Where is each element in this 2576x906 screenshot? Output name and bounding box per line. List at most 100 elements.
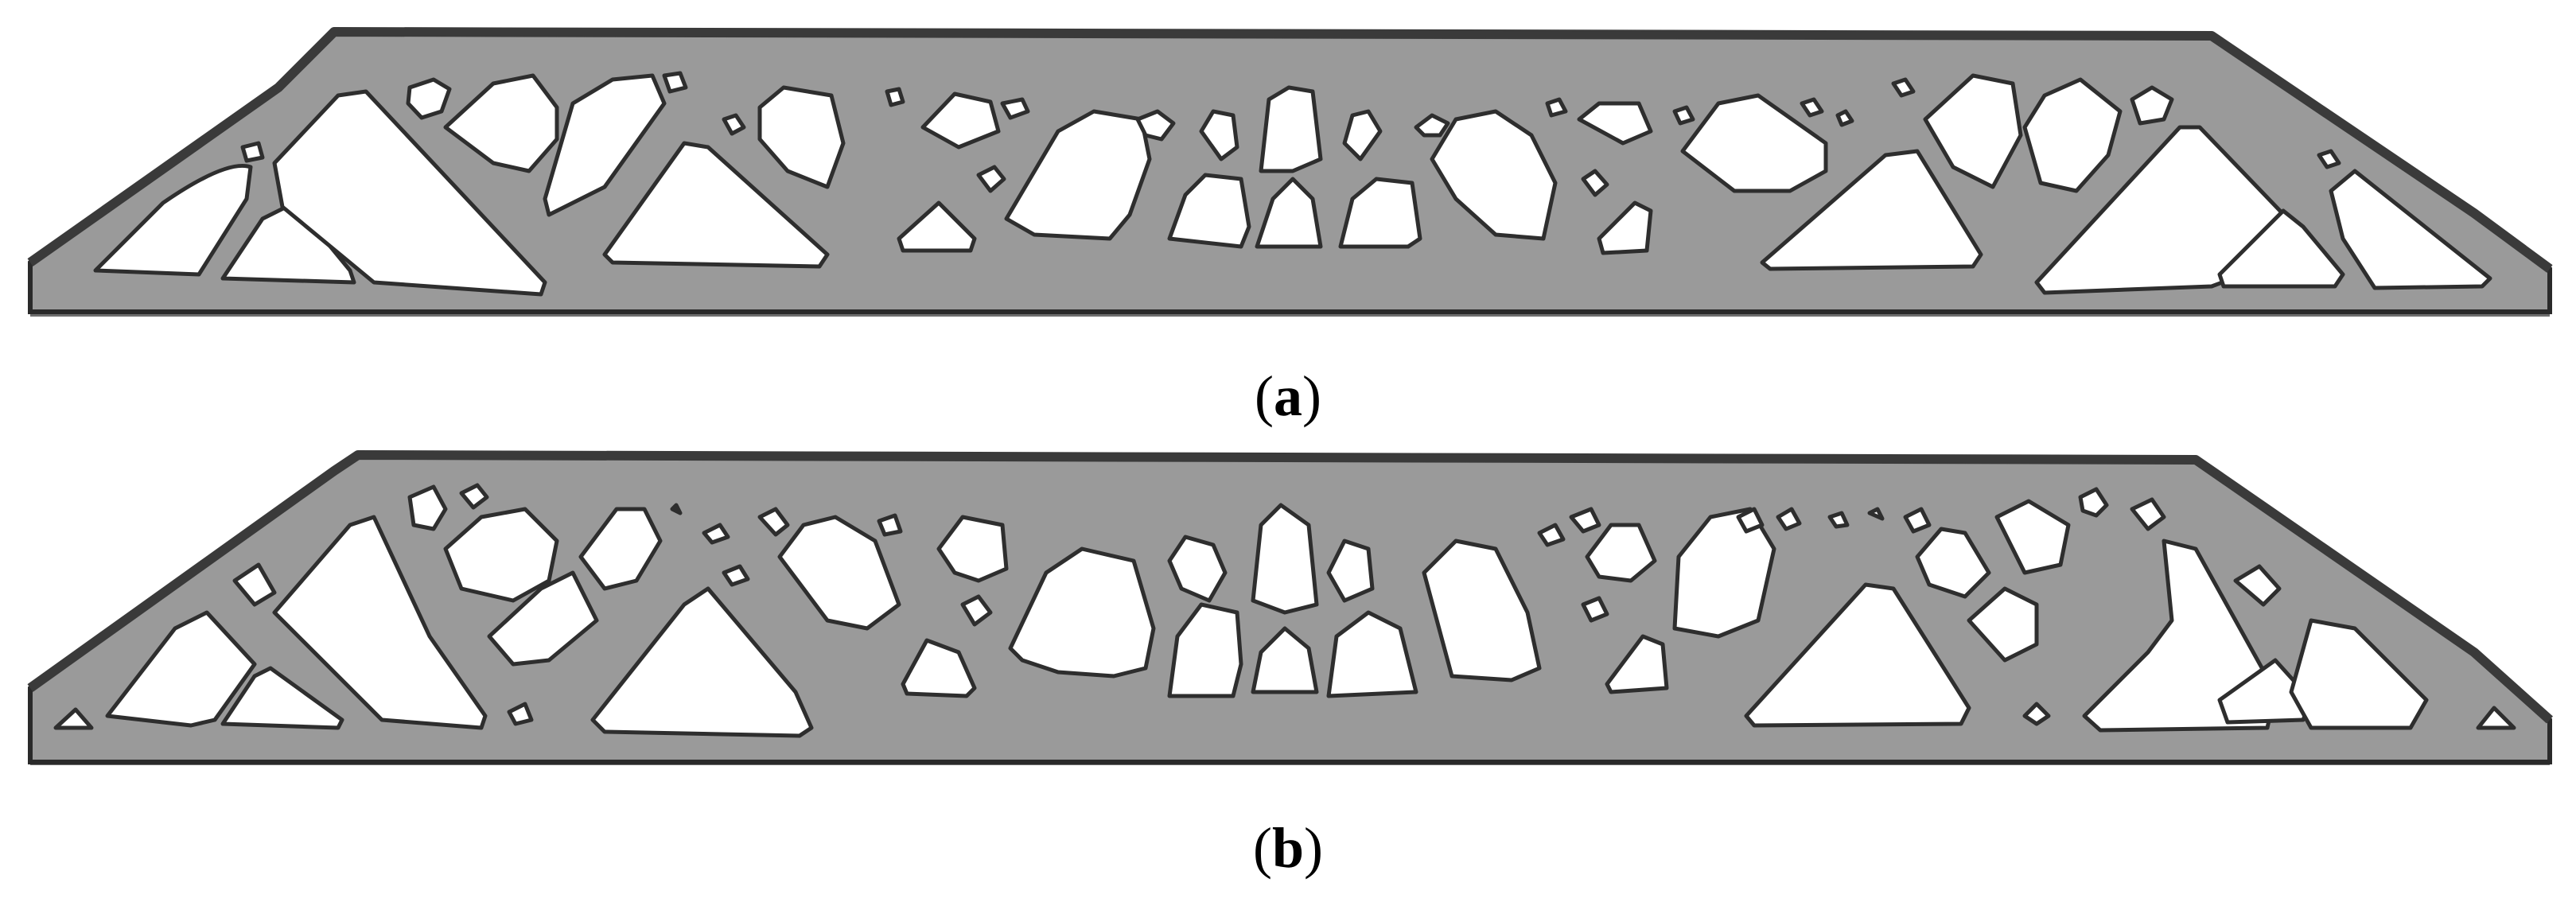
void-shape <box>2317 149 2341 169</box>
void-shape <box>240 141 265 163</box>
void-shape <box>1776 507 1802 531</box>
void-shape <box>1326 539 1375 603</box>
void-shape <box>2329 169 2492 290</box>
void-shape <box>1915 527 1991 599</box>
void-shape <box>1867 507 1885 521</box>
void-shape <box>1008 546 1156 679</box>
beam-a-top-rim <box>27 27 2553 273</box>
void-shape <box>757 85 846 189</box>
void-shape <box>507 702 534 726</box>
void-shape <box>976 165 1006 193</box>
void-shape <box>1760 149 1983 271</box>
void-shape <box>1545 97 1568 118</box>
void-shape <box>1342 109 1383 161</box>
void-shape <box>407 484 448 531</box>
void-shape <box>1135 109 1176 142</box>
void-shape <box>2233 564 2282 607</box>
void-shape <box>936 515 1009 583</box>
void-shape <box>93 163 253 277</box>
void-shape <box>1537 523 1566 547</box>
void-shape <box>602 141 830 269</box>
void-shape <box>1414 113 1450 138</box>
void-shape <box>1672 507 1776 639</box>
void-shape <box>1422 539 1542 682</box>
void-shape <box>702 523 730 545</box>
void-shape <box>662 71 688 94</box>
void-shape <box>897 200 977 253</box>
void-shape <box>1167 535 1228 603</box>
void-shape <box>1672 105 1695 126</box>
void-shape <box>1581 596 1609 623</box>
void-shape <box>2130 497 2166 531</box>
panel-label-a: a <box>1274 364 1302 428</box>
void-shape <box>1800 97 1824 118</box>
void-shape <box>1569 507 1601 534</box>
void-shape <box>670 503 683 515</box>
void-shape <box>406 77 452 120</box>
void-shape <box>2022 702 2051 726</box>
void-shape <box>1585 523 1657 583</box>
void-shape <box>220 666 344 730</box>
void-shape <box>1338 177 1422 249</box>
void-shape <box>901 638 977 698</box>
void-shape <box>2289 618 2429 730</box>
void-shape <box>2022 77 2123 193</box>
void-shape <box>1577 101 1653 146</box>
void-shape <box>1891 77 1916 98</box>
void-shape <box>885 87 905 107</box>
void-shape <box>1967 586 2039 663</box>
void-shape <box>272 515 488 730</box>
void-shape <box>232 562 277 607</box>
void-shape <box>2130 85 2174 126</box>
void-shape <box>1680 93 1828 193</box>
void-shape <box>1597 200 1653 255</box>
void-shape <box>1430 109 1558 241</box>
void-shape <box>443 73 559 173</box>
void-shape <box>1581 169 1609 197</box>
void-shape <box>105 610 257 728</box>
void-shape <box>1000 97 1030 120</box>
void-shape <box>757 507 790 537</box>
void-shape <box>722 564 750 587</box>
void-shape <box>920 91 1001 150</box>
void-shape <box>1259 85 1323 173</box>
void-shape <box>1167 173 1251 249</box>
void-shape <box>2078 487 2109 518</box>
void-shape <box>53 707 94 730</box>
panel-caption-b: (b) <box>1252 816 1323 880</box>
void-shape <box>1199 109 1239 161</box>
void-shape <box>272 89 547 297</box>
void-shape <box>459 483 489 510</box>
void-shape <box>1736 507 1765 534</box>
void-shape <box>487 570 599 667</box>
void-shape <box>590 586 814 738</box>
void-shape <box>1251 503 1319 615</box>
void-shape <box>960 594 993 627</box>
void-shape <box>2082 539 2278 733</box>
void-shape <box>1326 610 1418 698</box>
void-shape <box>543 73 667 217</box>
beam-panel-b <box>27 450 2554 765</box>
void-shape <box>1251 626 1319 694</box>
void-shape <box>443 507 559 603</box>
void-shape <box>722 113 746 136</box>
void-shape <box>1004 109 1152 241</box>
panel-label-b: b <box>1271 816 1305 880</box>
void-shape <box>1827 511 1850 529</box>
void-shape <box>1923 73 2023 189</box>
void-shape <box>1835 109 1854 127</box>
void-shape <box>877 513 903 537</box>
void-shape <box>1744 582 1971 728</box>
void-shape <box>1903 507 1932 534</box>
void-shape <box>2476 706 2516 730</box>
beam-a-voids <box>93 71 2492 297</box>
void-shape <box>1994 499 2071 575</box>
void-shape <box>2217 208 2345 289</box>
void-shape <box>1255 177 1323 249</box>
beam-b-top-rim <box>27 450 2554 724</box>
void-shape <box>1167 602 1243 698</box>
void-shape <box>1605 634 1669 694</box>
void-shape <box>578 507 663 591</box>
panel-caption-a: (a) <box>1255 364 1321 428</box>
